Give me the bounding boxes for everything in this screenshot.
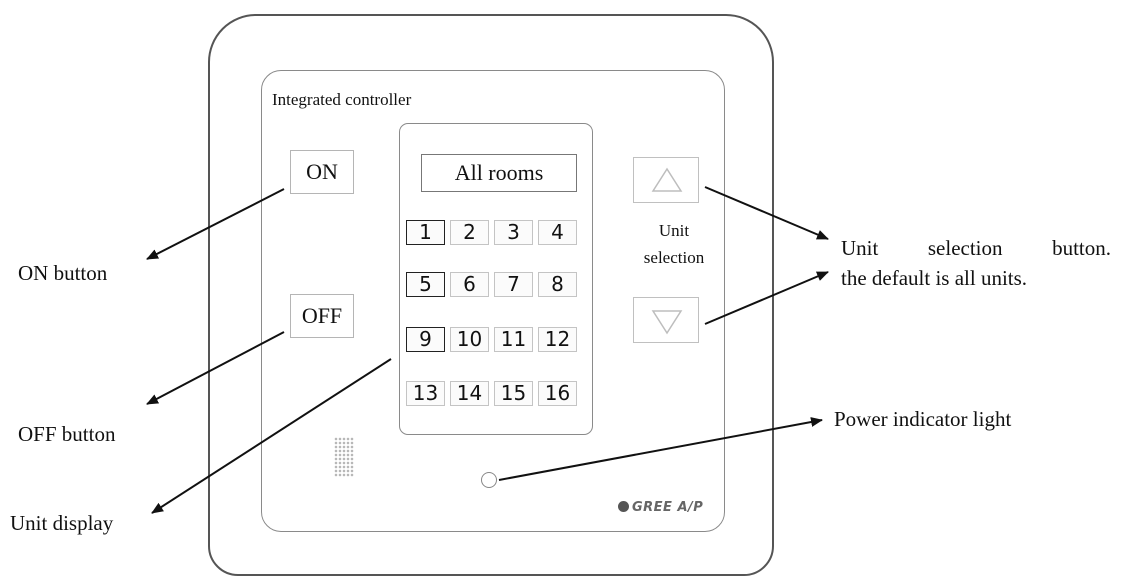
brand-logo-icon (618, 501, 629, 512)
unit-key-1: 1 (406, 220, 445, 245)
off-button[interactable]: OFF (290, 294, 354, 338)
callout-unit-selection-line1: Unit selection button. (841, 236, 1111, 260)
callout-on-button: ON button (18, 261, 108, 285)
unit-key-5: 5 (406, 272, 445, 297)
unit-key-6: 6 (450, 272, 489, 297)
unit-key-2: 2 (450, 220, 489, 245)
callout-off-button: OFF button (18, 422, 116, 446)
speaker-grille (334, 437, 354, 477)
unit-key-11: 11 (494, 327, 533, 352)
callout-power-indicator: Power indicator light (834, 407, 1012, 431)
unit-key-15: 15 (494, 381, 533, 406)
on-button-arrow (146, 188, 285, 260)
unit-key-8: 8 (538, 272, 577, 297)
brand-logo-text: GREE A/P (632, 500, 704, 515)
unit-key-3: 3 (494, 220, 533, 245)
unit-select-up-button[interactable] (633, 157, 699, 203)
on-button[interactable]: ON (290, 150, 354, 194)
unit-key-4: 4 (538, 220, 577, 245)
unit-key-16: 16 (538, 381, 577, 406)
power-indicator-arrow (498, 417, 823, 481)
unit-selection-label-line1: Unit (658, 221, 690, 240)
unit-key-13: 13 (406, 381, 445, 406)
callout-unit-selection-line2: the default is all units. (841, 266, 1028, 290)
unit-select-up-arrow (704, 186, 829, 240)
unit-select-down-arrow (704, 271, 829, 325)
unit-display-arrow (151, 358, 392, 514)
triangle-down-icon (651, 310, 683, 335)
unit-key-7: 7 (494, 272, 533, 297)
unit-key-12: 12 (538, 327, 577, 352)
callout-unit-selection: Unit selection button. the default is al… (841, 233, 1111, 293)
unit-key-10: 10 (450, 327, 489, 352)
unit-select-down-button[interactable] (633, 297, 699, 343)
unit-display-screen (399, 123, 593, 435)
brand-logo: GREE A/P (618, 500, 703, 515)
controller-title: Integrated controller (272, 90, 412, 109)
unit-selection-label-line2: selection (643, 248, 705, 267)
unit-key-14: 14 (450, 381, 489, 406)
power-indicator-led (481, 472, 497, 488)
callout-unit-display: Unit display (10, 511, 114, 535)
unit-key-9: 9 (406, 327, 445, 352)
off-button-arrow (146, 331, 285, 405)
triangle-up-icon (651, 167, 683, 192)
all-rooms-indicator: All rooms (421, 154, 577, 192)
controller-inner-panel (261, 70, 725, 532)
unit-selection-label: Unit selection (628, 217, 720, 271)
